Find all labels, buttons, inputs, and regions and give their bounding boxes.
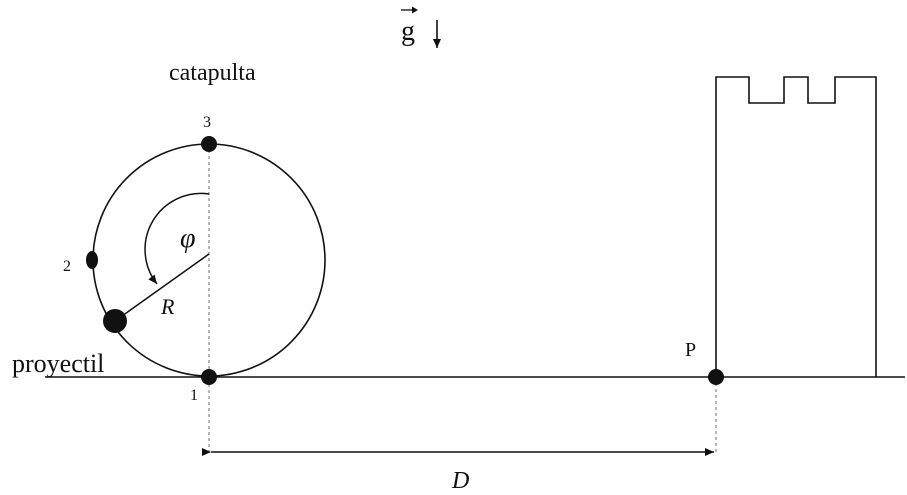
distance-label: D [451, 468, 469, 494]
point-1-label: 1 [190, 387, 198, 404]
point-2-label: 2 [63, 258, 71, 275]
angle-arc [144, 192, 210, 285]
point-2 [86, 251, 98, 269]
projectile-ball [103, 309, 127, 333]
catapult-title: catapulta [169, 60, 256, 86]
point-1 [201, 369, 217, 385]
angle-label: φ [180, 223, 196, 254]
point-3-label: 3 [203, 114, 211, 131]
point-p [708, 369, 724, 385]
gravity-label: g [401, 16, 415, 47]
point-3 [201, 136, 217, 152]
gravity-overarrow-head [412, 6, 418, 14]
tower-outline [715, 76, 877, 377]
point-p-label: P [685, 339, 696, 361]
projectile-label: proyectil [12, 349, 104, 378]
radius-label: R [160, 294, 175, 319]
radius-line [114, 253, 210, 322]
